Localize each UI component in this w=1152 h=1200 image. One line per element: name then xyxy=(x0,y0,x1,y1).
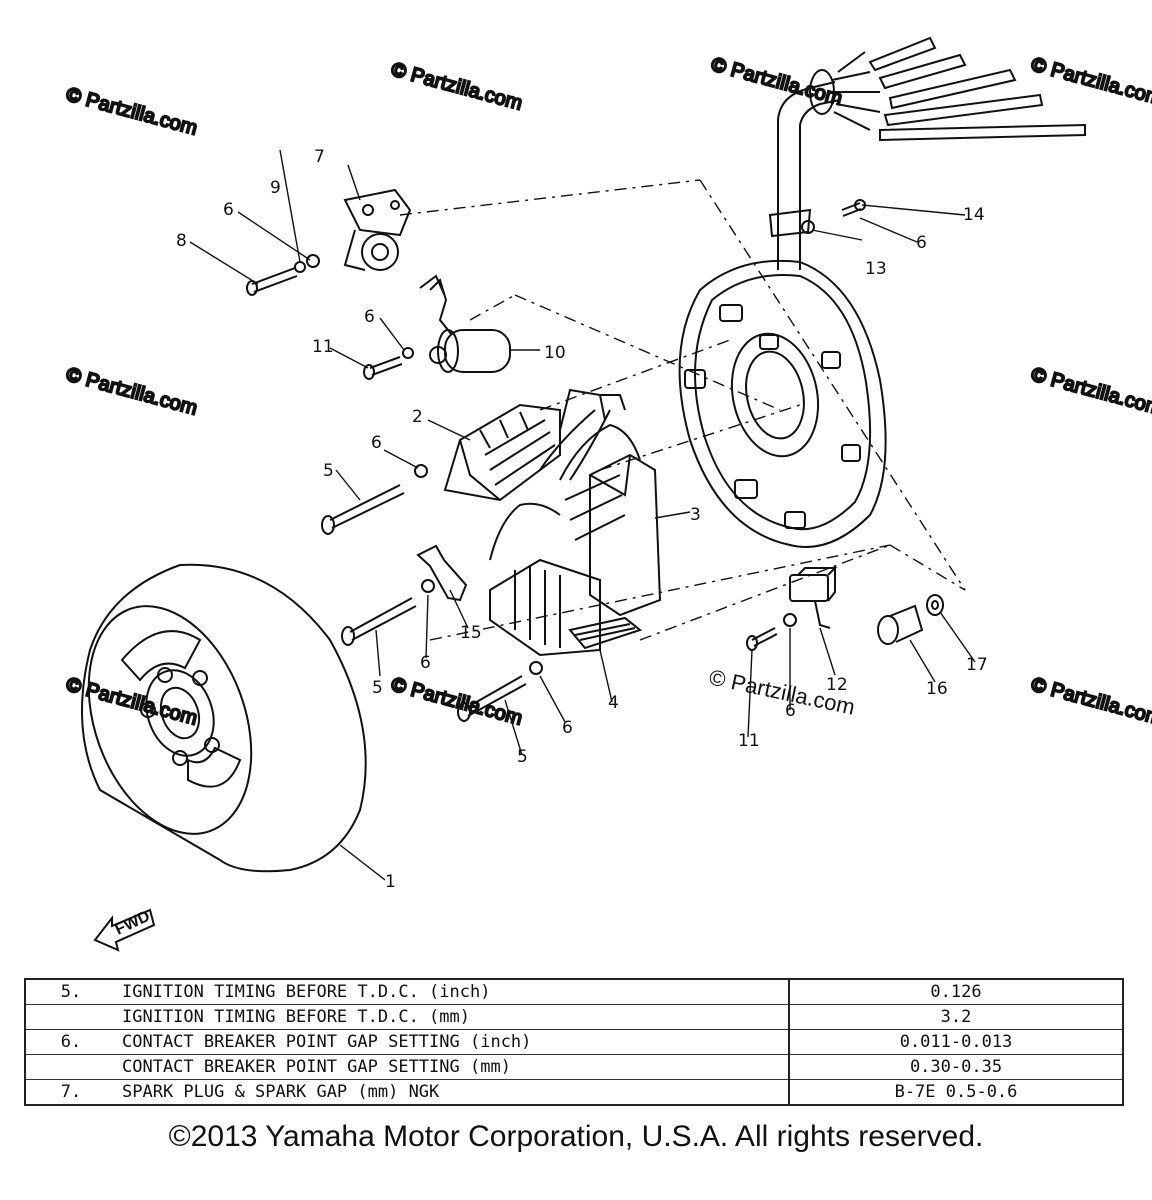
spec-table-body: 5.IGNITION TIMING BEFORE T.D.C. (inch)0.… xyxy=(25,978,1123,1106)
spec-number: 7. xyxy=(25,1079,116,1106)
ignition-coil xyxy=(489,502,643,657)
lighting-coil xyxy=(443,403,561,502)
stator-coil xyxy=(539,388,662,617)
callout-10: 10 xyxy=(544,343,566,363)
callout-8: 8 xyxy=(176,231,187,251)
callout-labels: 1 2 3 4 5 5 5 6 6 6 6 6 6 6 7 8 9 10 11 … xyxy=(176,147,988,892)
spec-row: CONTACT BREAKER POINT GAP SETTING (mm)0.… xyxy=(25,1054,1123,1080)
spec-number xyxy=(25,1054,116,1080)
callout-9: 9 xyxy=(270,178,281,198)
callout-2: 2 xyxy=(412,407,423,427)
watermark: © Partzilla.com xyxy=(1029,364,1152,420)
condenser xyxy=(419,274,511,373)
spec-description: CONTACT BREAKER POINT GAP SETTING (mm) xyxy=(116,1054,790,1080)
callout-13: 13 xyxy=(865,259,887,279)
callout-6: 6 xyxy=(420,653,431,673)
callout-5: 5 xyxy=(517,747,528,767)
callout-6: 6 xyxy=(916,233,927,253)
callout-6: 6 xyxy=(562,718,573,738)
contact-breaker xyxy=(343,188,412,271)
watermark: © Partzilla.com xyxy=(64,364,200,420)
callout-6: 6 xyxy=(371,433,382,453)
copyright-notice: ©2013 Yamaha Motor Corporation, U.S.A. A… xyxy=(168,1120,984,1153)
spec-value: B-7E 0.5-0.6 xyxy=(789,1079,1123,1106)
leader-lines xyxy=(189,149,976,881)
watermark: © Partzilla.com xyxy=(389,59,525,115)
small-fasteners xyxy=(246,199,866,675)
callout-12: 12 xyxy=(826,675,848,695)
callout-5: 5 xyxy=(372,678,383,698)
spec-row: IGNITION TIMING BEFORE T.D.C. (mm)3.2 xyxy=(25,1004,1123,1030)
spec-value: 0.126 xyxy=(789,978,1123,1005)
spec-number xyxy=(25,1004,116,1030)
callout-6: 6 xyxy=(785,701,796,721)
fwd-arrow xyxy=(93,908,156,952)
spec-description: IGNITION TIMING BEFORE T.D.C. (inch) xyxy=(116,978,790,1005)
flywheel xyxy=(81,563,367,873)
watermark: © Partzilla.com xyxy=(389,674,525,730)
spec-row: 5.IGNITION TIMING BEFORE T.D.C. (inch)0.… xyxy=(25,978,1123,1005)
callout-14: 14 xyxy=(963,205,985,225)
watermark: © Partzilla.com xyxy=(64,84,200,140)
callout-3: 3 xyxy=(690,505,701,525)
base-plate xyxy=(678,259,887,548)
callout-1: 1 xyxy=(385,872,396,892)
watermark: © Partzilla.com xyxy=(1029,54,1152,110)
parts-diagram: © Partzilla.com © Partzilla.com © Partzi… xyxy=(63,36,1152,952)
bracket xyxy=(416,544,468,602)
callout-16: 16 xyxy=(926,679,948,699)
callout-17: 17 xyxy=(966,655,988,675)
callout-6: 6 xyxy=(223,200,234,220)
bolt-and-washer xyxy=(877,594,944,645)
switch-block xyxy=(789,565,838,629)
spec-description: SPARK PLUG & SPARK GAP (mm) NGK xyxy=(116,1079,790,1106)
spec-table: 5.IGNITION TIMING BEFORE T.D.C. (inch)0.… xyxy=(24,978,1124,1106)
spec-value: 0.011-0.013 xyxy=(789,1029,1123,1055)
spec-number: 6. xyxy=(25,1029,116,1055)
wire-harness xyxy=(768,36,1086,270)
spec-value: 0.30-0.35 xyxy=(789,1054,1123,1080)
spec-description: CONTACT BREAKER POINT GAP SETTING (inch) xyxy=(116,1029,790,1055)
callout-11: 11 xyxy=(738,731,760,751)
watermark: © Partzilla.com xyxy=(1029,674,1152,730)
screws xyxy=(321,484,527,722)
spec-number: 5. xyxy=(25,978,116,1005)
callout-6: 6 xyxy=(364,307,375,327)
watermark: © Partzilla.com xyxy=(709,54,845,110)
spec-description: IGNITION TIMING BEFORE T.D.C. (mm) xyxy=(116,1004,790,1030)
callout-5: 5 xyxy=(323,461,334,481)
callout-7: 7 xyxy=(314,147,325,167)
callout-4: 4 xyxy=(608,693,619,713)
callout-11: 11 xyxy=(312,337,334,357)
callout-15: 15 xyxy=(460,623,482,643)
spec-row: 6.CONTACT BREAKER POINT GAP SETTING (inc… xyxy=(25,1029,1123,1055)
spec-value: 3.2 xyxy=(789,1004,1123,1030)
